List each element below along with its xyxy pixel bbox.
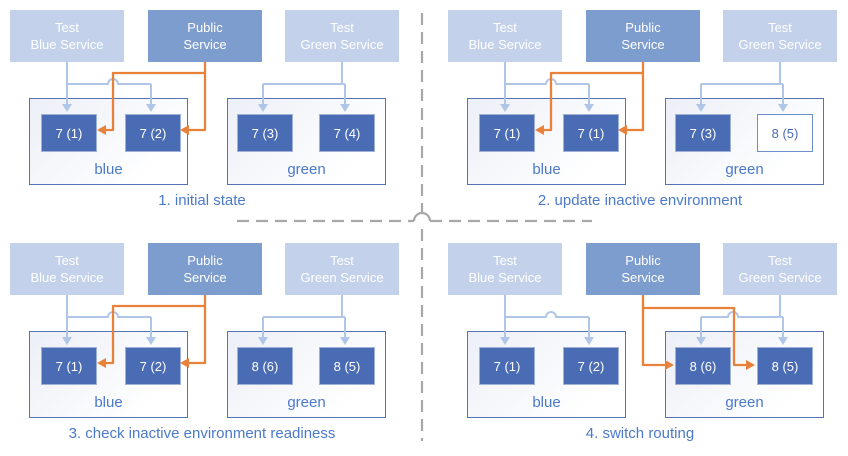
pod: 7 (1): [41, 114, 97, 152]
test-blue-service-box: Test Blue Service: [10, 243, 124, 295]
pod: 8 (5): [319, 347, 375, 385]
environment-label: green: [725, 394, 764, 411]
environment-label: blue: [94, 394, 123, 411]
pod: 7 (4): [319, 114, 375, 152]
pod: 8 (6): [237, 347, 293, 385]
service-label-line2: Green Service: [738, 270, 822, 285]
test-green-service-box: Test Green Service: [723, 243, 837, 295]
panel-caption: 1. initial state: [158, 192, 246, 209]
service-label-line1: Public: [187, 253, 223, 268]
panel-update-inactive: Test Blue Service Public Service Test Gr…: [424, 0, 848, 228]
test-blue-service-box: Test Blue Service: [10, 10, 124, 62]
blue-environment-box: 7 (1) 7 (1) blue: [467, 98, 626, 185]
service-label-line1: Test: [768, 20, 792, 35]
service-label-line1: Test: [493, 253, 517, 268]
service-label-line1: Public: [625, 20, 661, 35]
pod: 7 (1): [41, 347, 97, 385]
service-label-line2: Service: [183, 270, 227, 285]
pod: 7 (2): [125, 114, 181, 152]
panel-check-readiness: Test Blue Service Public Service Test Gr…: [0, 228, 424, 456]
blue-environment-box: 7 (1) 7 (2) blue: [29, 331, 188, 418]
service-label-line2: Service: [621, 37, 665, 52]
environment-label: green: [287, 394, 326, 411]
service-label-line1: Test: [330, 253, 354, 268]
panel-caption: 3. check inactive environment readiness: [68, 425, 336, 442]
pod: 7 (1): [479, 347, 535, 385]
service-label-line2: Blue Service: [30, 270, 104, 285]
pod: 7 (2): [563, 347, 619, 385]
panel-switch-routing: Test Blue Service Public Service Test Gr…: [424, 228, 848, 456]
service-label-line2: Blue Service: [468, 270, 542, 285]
pod-updating: 8 (5): [757, 114, 813, 152]
service-label-line1: Test: [55, 20, 79, 35]
blue-environment-box: 7 (1) 7 (2) blue: [29, 98, 188, 185]
pod: 7 (3): [675, 114, 731, 152]
test-blue-service-box: Test Blue Service: [448, 243, 562, 295]
pod: 7 (3): [237, 114, 293, 152]
service-label-line2: Service: [183, 37, 227, 52]
service-label-line2: Blue Service: [468, 37, 542, 52]
test-blue-service-box: Test Blue Service: [448, 10, 562, 62]
environment-label: blue: [532, 161, 561, 178]
service-label-line1: Test: [493, 20, 517, 35]
environment-label: blue: [94, 161, 123, 178]
test-green-service-box: Test Green Service: [285, 243, 399, 295]
service-label-line1: Public: [625, 253, 661, 268]
pod: 7 (2): [125, 347, 181, 385]
service-label-line2: Green Service: [300, 270, 384, 285]
panel-caption: 2. update inactive environment: [537, 192, 743, 209]
panel-initial-state: Test Blue Service Public Service Test Gr…: [0, 0, 424, 228]
service-label-line2: Blue Service: [30, 37, 104, 52]
public-service-box: Public Service: [586, 10, 700, 62]
green-environment-box: 7 (3) 7 (4) green: [227, 98, 386, 185]
service-label-line2: Green Service: [738, 37, 822, 52]
service-label-line1: Test: [768, 253, 792, 268]
green-environment-box: 7 (3) 8 (5) green: [665, 98, 824, 185]
public-service-box: Public Service: [148, 10, 262, 62]
public-service-box: Public Service: [586, 243, 700, 295]
panel-caption: 4. switch routing: [585, 425, 695, 442]
green-environment-box: 8 (6) 8 (5) green: [665, 331, 824, 418]
service-label-line1: Test: [55, 253, 79, 268]
service-label-line1: Public: [187, 20, 223, 35]
environment-label: green: [287, 161, 326, 178]
public-service-box: Public Service: [148, 243, 262, 295]
pod: 8 (6): [675, 347, 731, 385]
pod: 8 (5): [757, 347, 813, 385]
green-environment-box: 8 (6) 8 (5) green: [227, 331, 386, 418]
blue-environment-box: 7 (1) 7 (2) blue: [467, 331, 626, 418]
test-green-service-box: Test Green Service: [723, 10, 837, 62]
environment-label: blue: [532, 394, 561, 411]
test-green-service-box: Test Green Service: [285, 10, 399, 62]
pod: 7 (1): [563, 114, 619, 152]
service-label-line1: Test: [330, 20, 354, 35]
pod: 7 (1): [479, 114, 535, 152]
service-label-line2: Service: [621, 270, 665, 285]
environment-label: green: [725, 161, 764, 178]
service-label-line2: Green Service: [300, 37, 384, 52]
